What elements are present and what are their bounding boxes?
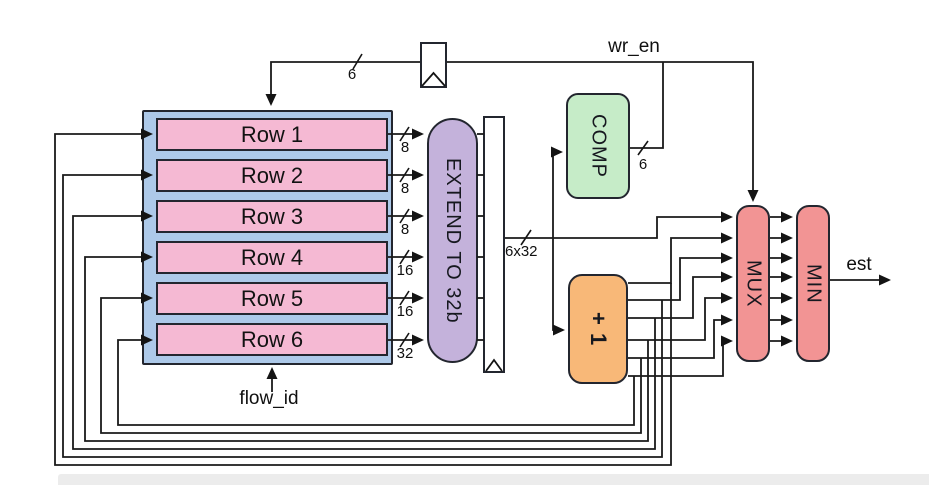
comp-width-label: 6	[638, 156, 648, 173]
plus-one-block: + 1	[568, 274, 628, 384]
row-3-label: Row 3	[240, 203, 304, 229]
row-1: Row 1	[156, 118, 388, 151]
wr-en-label: wr_en	[608, 36, 660, 57]
row-5-label: Row 5	[240, 285, 304, 311]
row-4-label: Row 4	[240, 244, 304, 270]
clock-wedge-pipeline-register	[485, 358, 503, 372]
wr-en-register	[420, 42, 447, 88]
row-3: Row 3	[156, 200, 388, 233]
clock-wedge-wren-register	[421, 71, 446, 87]
bus-width-label: 6x32	[505, 243, 538, 260]
rows-container	[142, 110, 393, 365]
row-4-width-label: 16	[396, 262, 414, 279]
row-2-label: Row 2	[240, 162, 304, 188]
row-6-label: Row 6	[240, 326, 304, 352]
row-6-width-label: 32	[396, 345, 414, 362]
wire-wren-to-mux	[447, 61, 759, 202]
pipeline-register	[483, 116, 505, 373]
row-5: Row 5	[156, 282, 388, 315]
row-3-width-label: 8	[400, 221, 410, 238]
canvas-edge	[58, 474, 929, 485]
mux-label: MUX	[742, 259, 765, 308]
wire-bus-to-comp	[551, 146, 563, 238]
plus-one-label: + 1	[586, 311, 611, 347]
flow-id-label: flow_id	[239, 388, 299, 409]
min-block: MIN	[796, 205, 830, 362]
min-label: MIN	[802, 263, 825, 304]
row-2-width-label: 8	[400, 180, 410, 197]
wire-wren-to-rows	[265, 61, 420, 106]
row-6: Row 6	[156, 323, 388, 356]
row-4: Row 4	[156, 241, 388, 274]
comp-label: COMP	[587, 114, 610, 178]
row-5-width-label: 16	[396, 303, 414, 320]
wire-comp-out	[630, 62, 664, 149]
wire-bus-to-inc	[552, 238, 565, 336]
mux-block: MUX	[736, 205, 770, 362]
comp-block: COMP	[566, 93, 630, 199]
row-1-width-label: 8	[400, 139, 410, 156]
row-1-label: Row 1	[240, 121, 304, 147]
extend-to-32b-block: EXTEND TO 32b	[427, 118, 478, 363]
row-2: Row 2	[156, 159, 388, 192]
est-label: est	[846, 254, 872, 275]
wire-bus-6x32	[505, 211, 733, 239]
wren-width-label: 6	[347, 66, 357, 83]
extend-to-32b-label: EXTEND TO 32b	[442, 157, 464, 324]
